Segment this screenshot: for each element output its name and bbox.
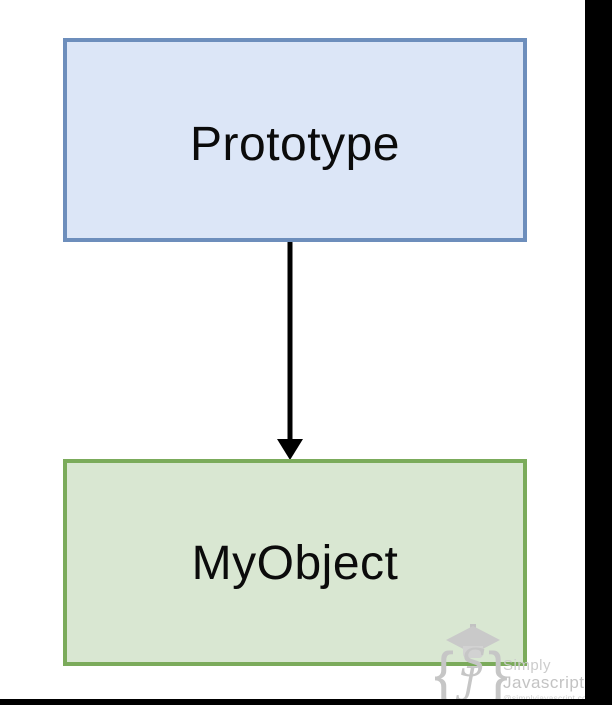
monogram-j: J (462, 661, 477, 702)
prototype-node: Prototype (63, 38, 527, 242)
watermark-simply: Simply (503, 657, 552, 674)
monogram: S J (454, 644, 490, 704)
prototype-label: Prototype (190, 117, 400, 171)
letterbox-right-bar (585, 0, 612, 705)
brace-left-glyph: { (434, 640, 455, 705)
letterbox-bottom-bar (0, 699, 612, 705)
myobject-node: MyObject (63, 459, 527, 666)
myobject-label: MyObject (191, 537, 399, 590)
brace-right-glyph: } (488, 640, 509, 705)
monogram-s: S (460, 641, 487, 685)
watermark-url: @simplyjavascript.com (503, 693, 595, 703)
watermark: { S J } Simply Javascript @simplyjavascr… (430, 620, 595, 705)
arrow-shaft (287, 242, 293, 443)
graduation-cap-icon (446, 624, 500, 658)
watermark-javascript: Javascript (503, 673, 585, 692)
watermark-text: Simply Javascript @simplyjavascript.com (503, 658, 595, 703)
inheritance-arrow (277, 242, 303, 460)
arrow-head-icon (277, 439, 303, 460)
